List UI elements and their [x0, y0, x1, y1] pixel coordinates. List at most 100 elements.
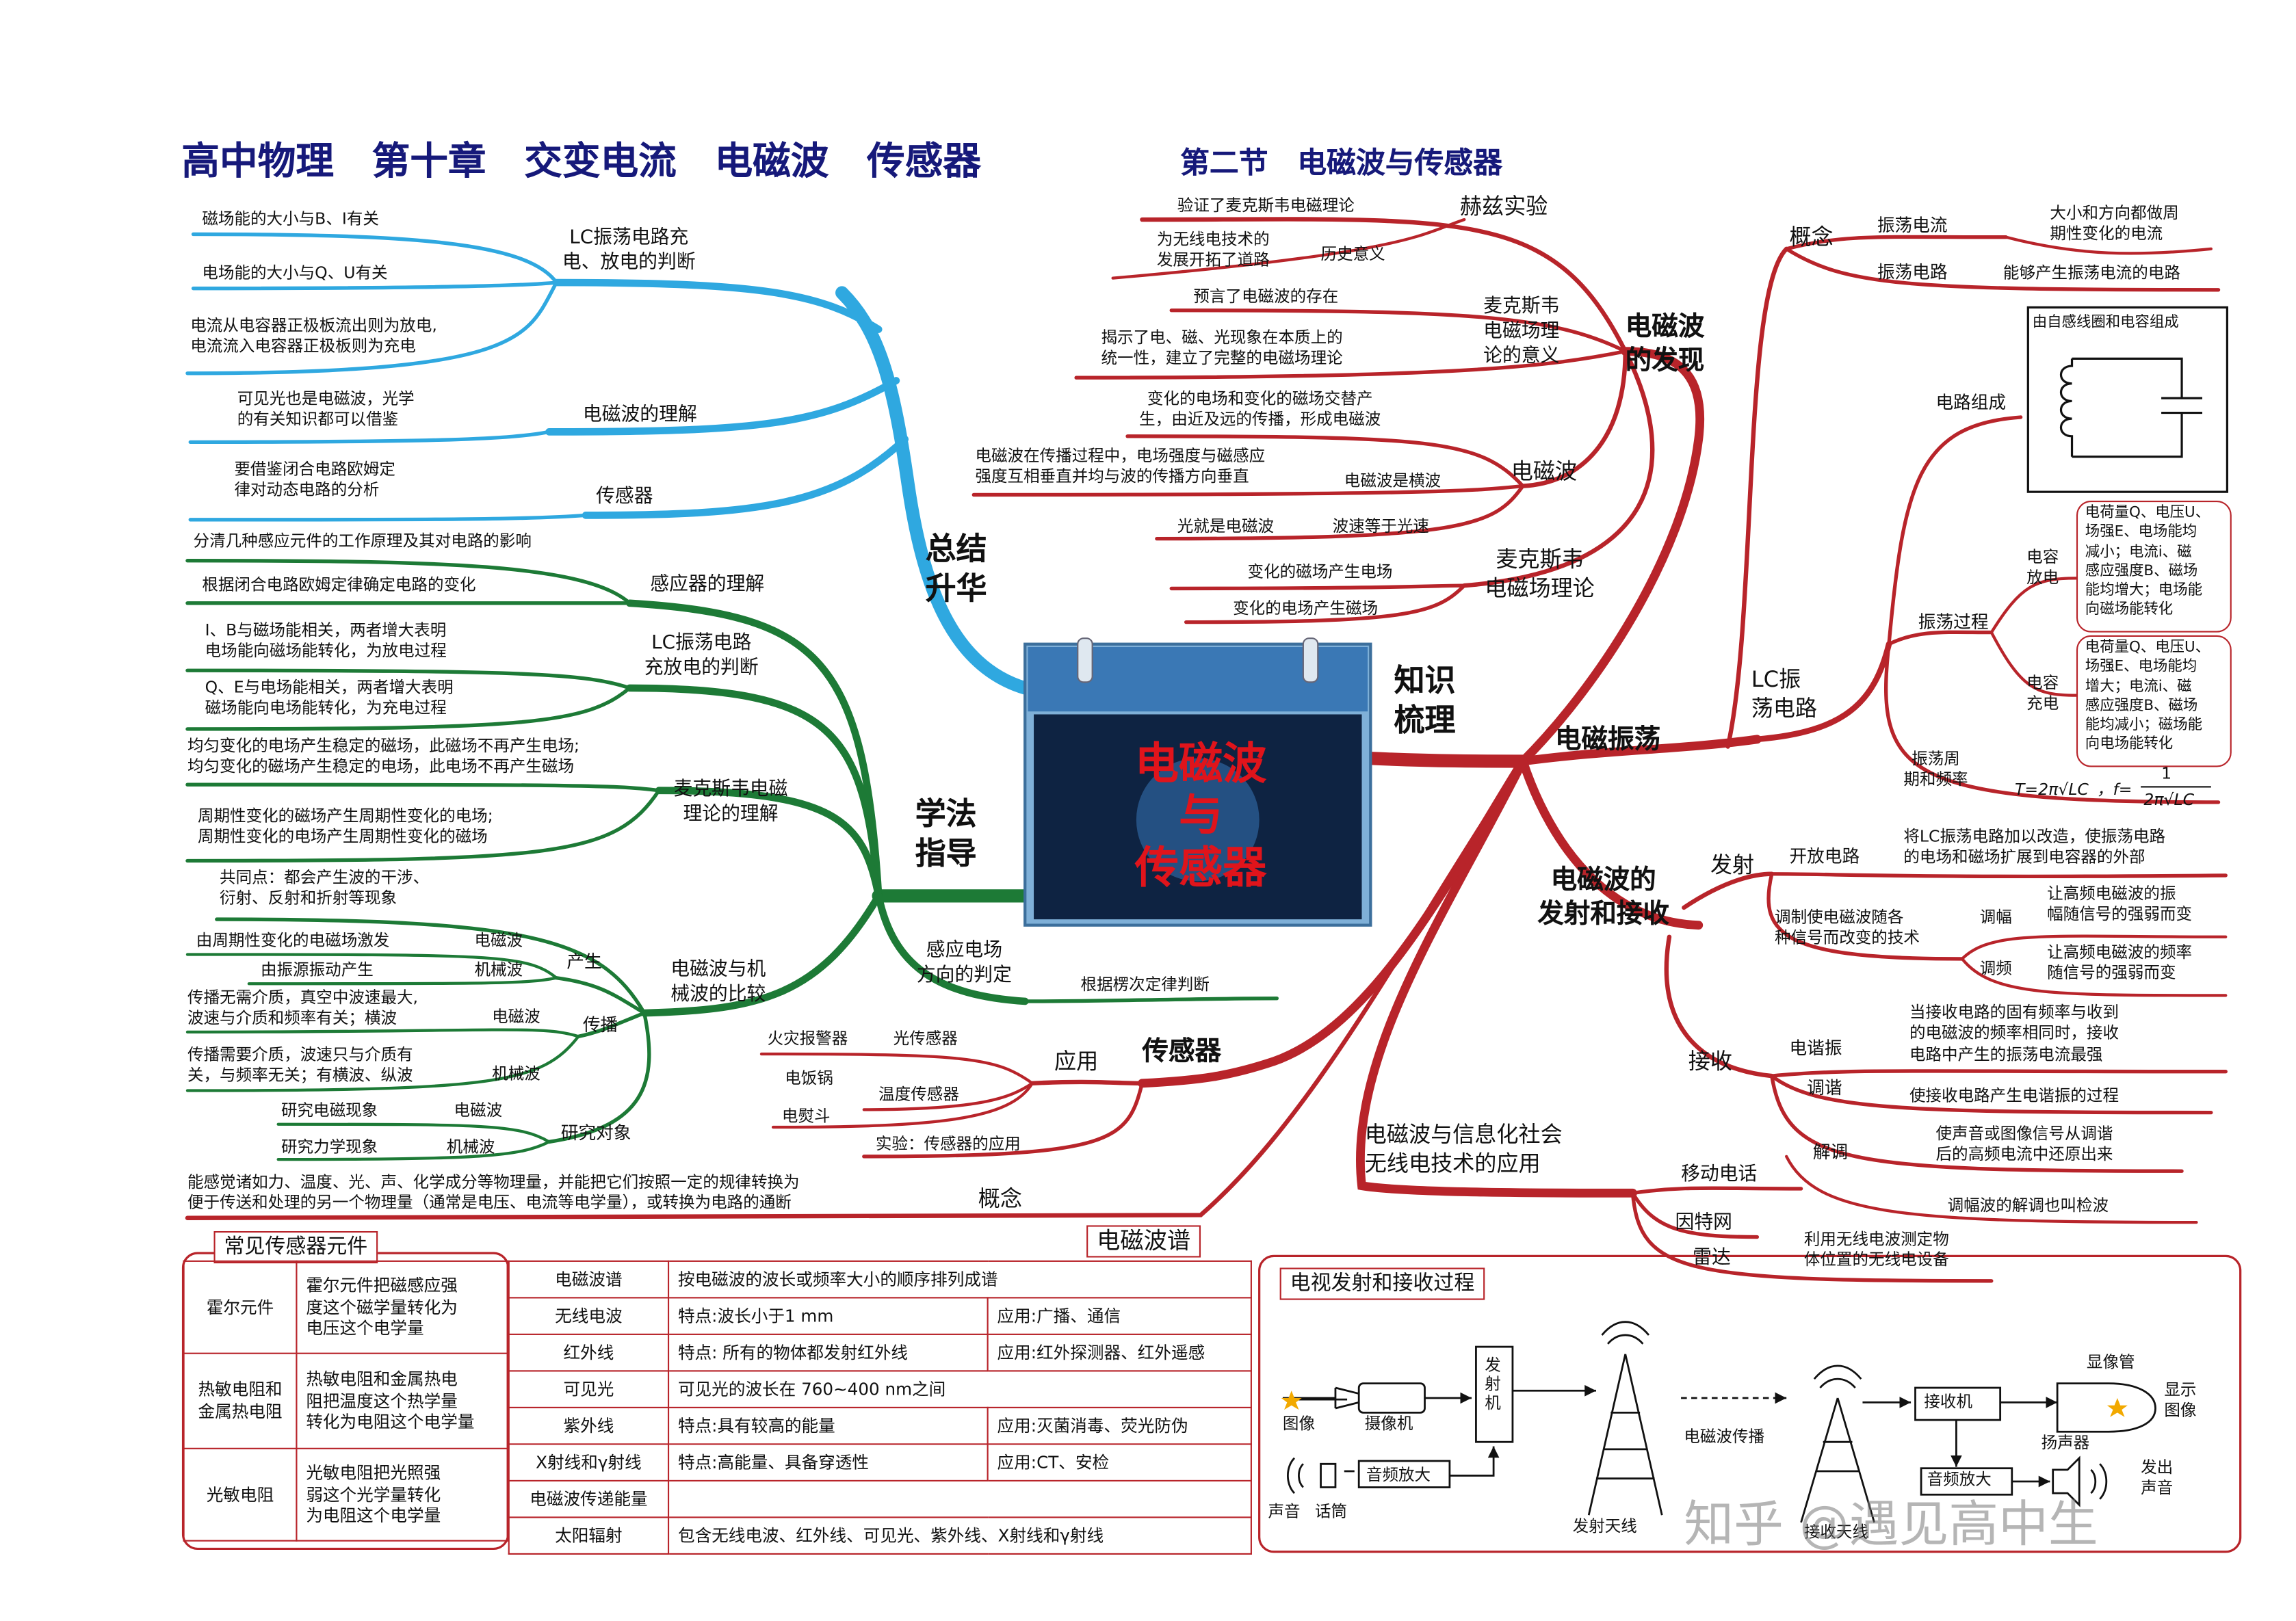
- sensor-desc: 热敏电阻和金属热电 阻把温度这个热学量 转化为电阻这个电学量: [296, 1352, 508, 1449]
- tv-caption: 电视发射和接收过程: [1279, 1267, 1485, 1300]
- watermark: 知乎 @遇见高中生: [1684, 1496, 2098, 1555]
- method-induct-label: 感应电场 方向的判定: [916, 940, 1012, 987]
- sensor-name: 光敏电阻: [183, 1447, 298, 1542]
- demod-label: 解调: [1812, 1142, 1849, 1163]
- summary-lc-line2: [191, 280, 558, 291]
- process-label: 振荡过程: [1918, 611, 1989, 633]
- method-induct-branch: [874, 892, 1029, 1005]
- modulate-line: [1766, 872, 1964, 961]
- method-maxwell-branch: [655, 787, 883, 900]
- propagate-tag-1: 电磁波: [492, 1007, 540, 1027]
- charge-def: 电荷量Q、电压U、 场强E、电场能均 增大；电流i、磁 感应强度B、磁场 能均减…: [2085, 640, 2210, 754]
- method-lenz-line: [1023, 997, 1279, 1003]
- table-row: 电磁波传递能量: [508, 1479, 1252, 1518]
- demod-am-line: [1785, 1155, 2198, 1224]
- spectrum-use: 应用:CT、安检: [987, 1443, 1252, 1481]
- page-title: 高中物理 第十章 交变电流 电磁波 传感器: [181, 140, 982, 185]
- transverse-label: 电磁波是横波: [1344, 471, 1441, 491]
- period-line: [1884, 642, 2221, 804]
- tv-sound: 声音: [1268, 1501, 1301, 1521]
- sensor-label: 传感器: [1142, 1036, 1222, 1068]
- am-label: 调幅: [1979, 907, 2012, 927]
- info-label: 电磁波与信息化社会 无线电技术的应用: [1364, 1121, 1563, 1176]
- receive-line: [1664, 934, 1774, 1079]
- method-object-line: [547, 1011, 651, 1144]
- tv-mic: 话筒: [1314, 1501, 1348, 1521]
- tv-rx-antenna: 接收天线: [1803, 1522, 1869, 1542]
- method-propagate-label: 传播: [582, 1014, 618, 1036]
- fm-line: [1960, 957, 2228, 997]
- produce-item-2: 由振源振动产生: [260, 960, 374, 979]
- method-propagate-line: [576, 1011, 647, 1039]
- table-row: 电磁波谱按电磁波的波长或频率大小的顺序排列成谱: [508, 1260, 1252, 1299]
- app-line2: [862, 1081, 1034, 1111]
- summary-wave-branch: [545, 377, 900, 436]
- method-maxwell-line1: [185, 782, 661, 793]
- tv-show: 显示 图像: [2164, 1380, 2197, 1421]
- object-item-2: 研究力学现象: [281, 1137, 378, 1157]
- resonance-label: 电谐振: [1789, 1038, 1842, 1059]
- osc-current-label: 振荡电流: [1877, 215, 1948, 236]
- summary-sensor-label: 传感器: [596, 486, 653, 508]
- theory-item-1: 变化的磁场产生电场: [1247, 562, 1393, 581]
- open-def: 将LC振荡电路加以改造，使振荡电路 的电场和磁场扩展到电容器的外部: [1903, 827, 2166, 867]
- discharge-box: [2076, 500, 2232, 633]
- method-inductor-label: 感应器的理解: [650, 573, 765, 596]
- app-line3: [771, 1081, 1034, 1129]
- period-label: 振荡周 期和频率: [1903, 749, 1968, 790]
- receive-label: 接收: [1688, 1048, 1733, 1075]
- sensor-branch: [1138, 756, 1528, 1088]
- internet-label: 因特网: [1675, 1212, 1733, 1235]
- tune-def: 使接收电路产生电谐振的过程: [1909, 1086, 2119, 1105]
- tv-transmitter: 发 射 机: [1485, 1355, 1501, 1414]
- produce-tag-2: 机械波: [474, 960, 523, 979]
- composition-def: 由自感线圈和电容组成: [2032, 315, 2179, 331]
- experiment-line: [862, 1081, 1145, 1159]
- method-inductor-item-1: 分清几种感应元件的工作原理及其对电路的影响: [193, 531, 532, 551]
- app-type-1: 光传感器: [893, 1029, 958, 1049]
- summary-lc-line3: [185, 280, 558, 375]
- summary-lc-item-2: 电场能的大小与Q、U有关: [202, 263, 388, 283]
- spectrum-use: 应用:红外探测器、红外遥感: [987, 1333, 1252, 1372]
- concept-line: [1725, 246, 1789, 749]
- method-lc-item-1: I、B与磁场能相关，两者增大表明 电场能向磁场能转化，为放电过程: [205, 620, 447, 661]
- wave-item-2: 电磁波在传播过程中，电场强度与磁感应 强度互相垂直并均与波的传播方向垂直: [975, 446, 1266, 487]
- summary-lc-line1: [191, 232, 558, 285]
- radar-def: 利用无线电波测定物 体位置的无线电设备: [1803, 1229, 1949, 1270]
- formula-f-bar: [2141, 786, 2211, 788]
- app-line1: [759, 1052, 1034, 1085]
- history-label: 历史意义: [1320, 244, 1385, 264]
- transmit-branch: [1518, 756, 1704, 930]
- method-produce-line: [554, 976, 647, 1015]
- method-lc-item-2: Q、E与电场能相关，两者增大表明 磁场能向电场能转化，为充电过程: [205, 677, 454, 718]
- osc-current-def: 大小和方向都做周 期性变化的电流: [2050, 203, 2179, 243]
- method-maxwell-item-1: 均匀变化的电场产生稳定的磁场，此磁场不再产生电场; 均匀变化的磁场产生稳定的电场…: [187, 736, 579, 776]
- spectrum-name: 无线电波: [508, 1297, 670, 1335]
- tv-diagram: [1282, 1321, 2156, 1523]
- send-line: [1682, 871, 1774, 910]
- wave-line2: [971, 484, 1525, 497]
- maxwell-sig-label: 麦克斯韦 电磁场理 论的意义: [1483, 295, 1560, 367]
- resonance-def: 当接收电路的固有频率与收到 的电磁波的频率相同时，接收 电路中产生的振荡电流最强: [1909, 1003, 2119, 1064]
- method-lc-branch: [625, 684, 883, 900]
- lc-label: LC振 荡电路: [1751, 665, 1818, 722]
- wave-item-1: 变化的电场和变化的磁场交替产 生，由近及远的传播，形成电磁波: [1139, 389, 1381, 430]
- hertz-line: [1140, 217, 1628, 354]
- object-line2: [276, 1140, 551, 1161]
- method-maxwell-line2: [185, 789, 661, 863]
- modulate-label: 调制使电磁波随各 种信号而改变的技术: [1775, 907, 1920, 948]
- produce-item-1: 由周期性变化的电磁场激发: [196, 931, 390, 951]
- osc-circuit-line: [1784, 247, 2221, 292]
- theory-item-2: 变化的电场产生磁场: [1233, 598, 1379, 618]
- method-common-line: [215, 917, 647, 1015]
- charge-label: 电容 充电: [2026, 673, 2059, 713]
- common-sensors-caption: 常见传感器元件: [213, 1230, 378, 1264]
- object-tag-2: 机械波: [446, 1137, 495, 1157]
- tv-emit-sound: 发出 声音: [2141, 1458, 2174, 1499]
- resonance-line: [1770, 1069, 2228, 1078]
- method-maxwell-item-2: 周期性变化的磁场产生周期性变化的电场; 周期性变化的电场产生周期性变化的磁场: [197, 806, 493, 847]
- discharge-def: 电荷量Q、电压U、 场强E、电场能均 减小；电流i、磁 感应强度B、磁场 能均增…: [2085, 505, 2210, 619]
- sensor-concept-label: 概念: [978, 1185, 1022, 1213]
- transmit-label: 电磁波的 发射和接收: [1537, 865, 1669, 930]
- summary-lc-label: LC振荡电路充 电、放电的判断: [562, 226, 696, 274]
